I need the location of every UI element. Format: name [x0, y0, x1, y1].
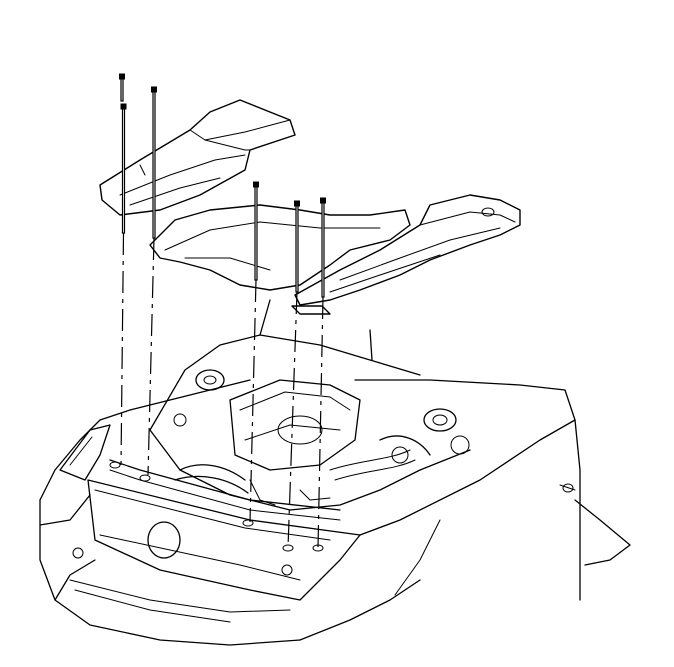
- bolt-6-lower: [109, 461, 324, 552]
- bolt-1-centerline: [120, 232, 125, 466]
- center-sight-shield: [149, 204, 411, 291]
- bolt-3: [249, 181, 259, 523]
- bolt-4-centerline: [287, 291, 298, 549]
- bolt-5: [317, 197, 326, 549]
- bolt-3-centerline: [249, 279, 257, 523]
- right-sight-shield: [291, 194, 521, 315]
- bolt-1: [119, 73, 127, 466]
- engine-compartment: [109, 299, 471, 521]
- vehicle-front-body: [39, 379, 631, 646]
- bolt-2-centerline: [147, 237, 155, 476]
- upper-sight-shield: [99, 99, 296, 216]
- bolt-2: [147, 86, 157, 476]
- bolt-5-centerline: [317, 296, 324, 549]
- bolt-4: [287, 200, 300, 549]
